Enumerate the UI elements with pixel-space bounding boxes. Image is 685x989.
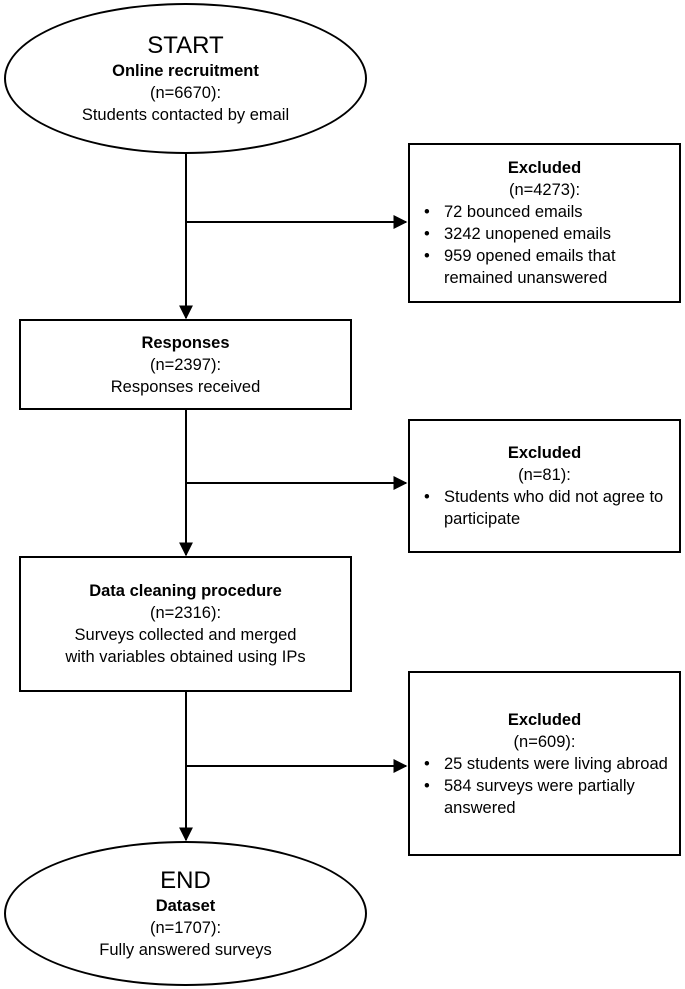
start-heading: START: [147, 31, 224, 59]
excluded-box-1: Excluded (n=4273): 72 bounced emails 324…: [408, 143, 681, 303]
excluded-1-item: 959 opened emails that remained unanswer…: [424, 245, 679, 289]
excluded-1-item: 72 bounced emails: [424, 201, 679, 223]
excluded-2-count: (n=81):: [518, 466, 571, 484]
excluded-box-2: Excluded (n=81): Students who did not ag…: [408, 419, 681, 553]
excluded-1-list: 72 bounced emails 3242 unopened emails 9…: [410, 201, 679, 289]
cleaning-title: Data cleaning procedure: [89, 582, 282, 600]
excluded-3-title: Excluded: [507, 710, 582, 729]
end-count: (n=1707):: [149, 918, 222, 937]
end-title: Dataset: [155, 896, 216, 915]
data-cleaning-box: Data cleaning procedure (n=2316): Survey…: [19, 556, 352, 692]
excluded-box-3: Excluded (n=609): 25 students were livin…: [408, 671, 681, 856]
excluded-2-title: Excluded: [507, 444, 582, 462]
responses-desc: Responses received: [110, 377, 261, 396]
cleaning-desc: Surveys collected and merged with variab…: [65, 626, 306, 666]
end-heading: END: [160, 866, 211, 894]
excluded-2-item: Students who did not agree to participat…: [424, 486, 679, 530]
responses-count: (n=2397):: [149, 355, 222, 374]
start-count: (n=6670):: [149, 83, 222, 102]
excluded-3-item: 584 surveys were partially answered: [424, 775, 679, 819]
start-title: Online recruitment: [112, 61, 259, 80]
excluded-3-item: 25 students were living abroad: [424, 753, 679, 775]
end-desc: Fully answered surveys: [99, 940, 272, 959]
responses-title: Responses: [141, 333, 230, 352]
cleaning-count: (n=2316):: [149, 604, 222, 622]
end-node: END Dataset (n=1707): Fully answered sur…: [4, 841, 367, 986]
excluded-1-item: 3242 unopened emails: [424, 223, 679, 245]
excluded-3-count: (n=609):: [513, 732, 576, 751]
start-node: START Online recruitment (n=6670): Stude…: [4, 3, 367, 154]
start-desc: Students contacted by email: [81, 105, 290, 124]
excluded-1-title: Excluded: [507, 159, 582, 177]
excluded-3-list: 25 students were living abroad 584 surve…: [410, 753, 679, 819]
responses-box: Responses (n=2397): Responses received: [19, 319, 352, 410]
excluded-1-count: (n=4273):: [508, 181, 581, 199]
excluded-2-list: Students who did not agree to participat…: [410, 486, 679, 530]
